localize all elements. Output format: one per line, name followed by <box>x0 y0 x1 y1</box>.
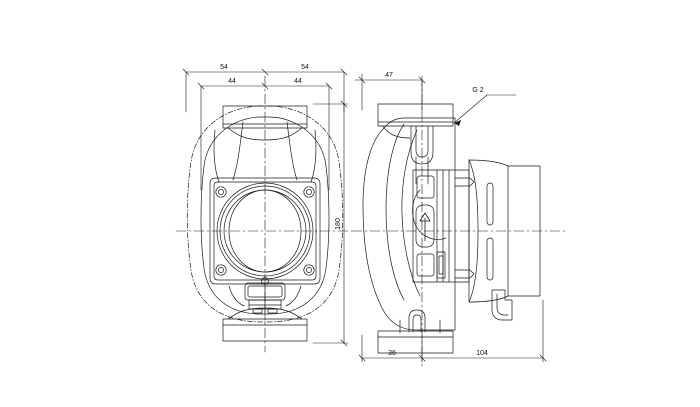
side-volute-inner-contour <box>385 123 405 301</box>
dim-label-44-right: 44 <box>294 78 302 85</box>
tick-47-a <box>358 76 366 84</box>
tick-180-a <box>340 100 348 108</box>
side-motor-slot-upper <box>486 182 494 226</box>
front-plug-pin-right <box>267 308 278 314</box>
front-upper-right-shoulder <box>310 129 317 183</box>
tick-180-b <box>340 339 348 347</box>
tick-44-a <box>197 82 205 90</box>
side-terminal-pocket-top <box>416 175 435 199</box>
front-bottom-flange-seat <box>227 307 303 320</box>
side-terminal-pocket-bottom <box>416 253 435 277</box>
front-body-outline <box>186 105 344 323</box>
front-view-dimensions <box>182 68 349 347</box>
tick-54-b <box>261 68 269 76</box>
side-base-slot <box>408 309 426 333</box>
bolt-hole <box>303 186 315 198</box>
tick-bottom-c <box>539 354 547 362</box>
dimension-labels: 54 54 44 44 180 47 G 2 36 104 <box>220 64 488 357</box>
side-volute-rib <box>401 129 421 297</box>
dim-label-180: 180 <box>335 218 342 230</box>
side-latch-upper <box>454 177 475 187</box>
side-motor-slot-lower <box>486 237 494 281</box>
bolt-hole <box>218 189 224 195</box>
tick-44-c <box>325 82 333 90</box>
side-cable-entry-inner <box>438 255 444 275</box>
bolt-hole <box>215 264 227 276</box>
side-view <box>351 75 569 367</box>
side-latch-lower <box>454 269 475 279</box>
side-plug-guard-inner <box>496 293 509 316</box>
front-plug-pin-left <box>252 308 263 314</box>
front-bolt-holes <box>215 186 315 276</box>
side-view-dimensions <box>354 73 547 363</box>
side-cable-entry <box>436 251 446 279</box>
side-plug-guard <box>491 289 513 321</box>
dim-label-47: 47 <box>385 72 393 79</box>
side-bottom-flange <box>377 330 454 354</box>
front-terminal-body-right <box>285 285 302 307</box>
tick-44-b <box>261 82 269 90</box>
side-motor-can <box>468 159 541 303</box>
leader-arrowhead-g2 <box>454 120 461 126</box>
front-top-flange <box>222 105 308 129</box>
side-volute-outline <box>362 117 456 331</box>
dim-label-104: 104 <box>476 350 488 357</box>
tick-47-b <box>418 76 426 84</box>
dim-label-36: 36 <box>388 350 396 357</box>
bolt-hole <box>306 267 312 273</box>
flow-direction-arrow-icon <box>419 212 431 242</box>
side-neck-slot <box>410 125 434 165</box>
bolt-hole <box>303 264 315 276</box>
front-stator-flange-plate-inner <box>213 181 317 281</box>
side-top-flange <box>377 103 454 127</box>
front-view <box>175 75 353 353</box>
front-housing-outline <box>200 116 330 315</box>
front-terminal-body-left <box>228 285 245 307</box>
tick-54-a <box>182 68 190 76</box>
bolt-hole <box>306 189 312 195</box>
side-base-slot-inner <box>412 314 422 333</box>
front-upper-left-shoulder <box>213 129 220 183</box>
tick-bottom-a <box>358 354 366 362</box>
dim-label-54-left: 54 <box>220 64 228 71</box>
bolt-hole <box>218 267 224 273</box>
bolt-hole <box>215 186 227 198</box>
side-arrow-button[interactable] <box>415 204 435 248</box>
dim-label-54-right: 54 <box>301 64 309 71</box>
leader-line-g2 <box>453 94 488 124</box>
callout-label-g2: G 2 <box>472 87 483 94</box>
tick-bottom-b <box>418 354 426 362</box>
front-stator-flange-plate <box>209 177 321 285</box>
tick-54-c <box>340 68 348 76</box>
side-top-flange-seat-left <box>382 125 411 139</box>
dim-label-44-left: 44 <box>228 78 236 85</box>
